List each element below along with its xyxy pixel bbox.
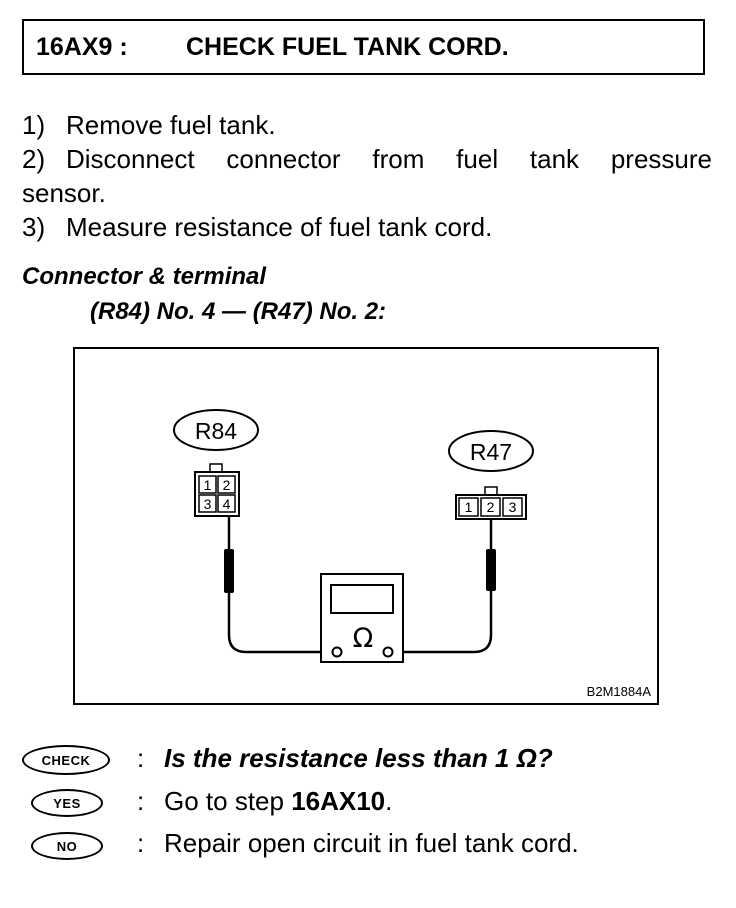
step-id: 16AX9 :: [36, 32, 128, 61]
check-badge: CHECK: [22, 745, 110, 775]
no-colon: :: [137, 828, 145, 858]
step-number: 1): [22, 110, 46, 140]
step-header: 16AX9 : CHECK FUEL TANK CORD.: [22, 19, 705, 75]
step-text: Disconnect connector from fuel tank pres…: [66, 144, 712, 174]
r47-pin-cell: [502, 497, 523, 517]
procedure-step-1: 1) Remove fuel tank.: [22, 108, 712, 142]
no-badge: NO: [31, 832, 103, 860]
yes-text-prefix: Go to step: [164, 786, 292, 816]
yes-next-step-link[interactable]: 16AX10: [291, 786, 386, 816]
r84-pin-cell: [198, 494, 217, 513]
connector-terminal-label: Connector & terminal: [22, 263, 267, 290]
right-test-lead: [399, 591, 493, 654]
right-probe-handle: [486, 549, 496, 591]
r84-pin-1: 1: [204, 477, 212, 493]
check-colon: :: [137, 743, 145, 773]
r84-pin-cell: [198, 475, 217, 494]
r84-pin-3: 3: [204, 496, 212, 512]
ohmmeter-display: [330, 584, 394, 614]
step-text: sensor.: [22, 178, 106, 208]
yes-text: Go to step 16AX10.: [164, 786, 392, 817]
r47-pin-cell: [480, 497, 501, 517]
r84-pin-2: 2: [223, 477, 231, 493]
step-text: Measure resistance of fuel tank cord.: [66, 212, 493, 242]
r47-label-oval: [448, 430, 534, 472]
step-number: 3): [22, 212, 46, 242]
left-probe-handle: [224, 549, 234, 593]
r84-pin-cell: [217, 475, 236, 494]
ohmmeter-terminal-right: [382, 646, 394, 658]
figure-code: B2M1884A: [587, 684, 652, 699]
procedure-steps: 1) Remove fuel tank. 2) Disconnect connect…: [22, 108, 712, 244]
r47-connector-latch: [484, 486, 498, 496]
step-text: Remove fuel tank.: [66, 110, 276, 140]
r47-pin-1: 1: [465, 499, 473, 515]
connector-terminal-spec: (R84) No. 4 — (R47) No. 2:: [90, 298, 387, 325]
r84-pin-4: 4: [223, 496, 231, 512]
check-question: Is the resistance less than 1 Ω?: [164, 743, 553, 773]
ohm-symbol: Ω: [353, 623, 374, 654]
yes-colon: :: [137, 786, 145, 816]
r47-label: R47: [470, 439, 512, 465]
r84-label: R84: [195, 418, 237, 444]
r47-pin-cell: [458, 497, 479, 517]
yes-badge: YES: [31, 789, 103, 817]
r84-label-oval: [173, 409, 259, 451]
r84-pin-cell: [217, 494, 236, 513]
wiring-diagram: R84 1 2 3 4 R47 1 2 3: [73, 347, 659, 705]
r84-connector-latch: [209, 463, 223, 473]
left-test-lead: [227, 593, 325, 654]
procedure-step-3: 3) Measure resistance of fuel tank cord.: [22, 210, 712, 244]
step-title: CHECK FUEL TANK CORD.: [186, 32, 509, 61]
ohmmeter-terminal-left: [331, 646, 343, 658]
r47-pin-3: 3: [509, 499, 517, 515]
no-text: Repair open circuit in fuel tank cord.: [164, 828, 579, 858]
r47-pin-2: 2: [487, 499, 495, 515]
procedure-step-2-continued: sensor.: [22, 176, 712, 210]
procedure-step-2: 2) Disconnect connector from fuel tank pr…: [22, 142, 712, 176]
yes-text-suffix: .: [385, 786, 393, 816]
wiring-diagram-svg: R84 1 2 3 4 R47 1 2 3: [173, 409, 652, 699]
step-number: 2): [22, 144, 46, 174]
